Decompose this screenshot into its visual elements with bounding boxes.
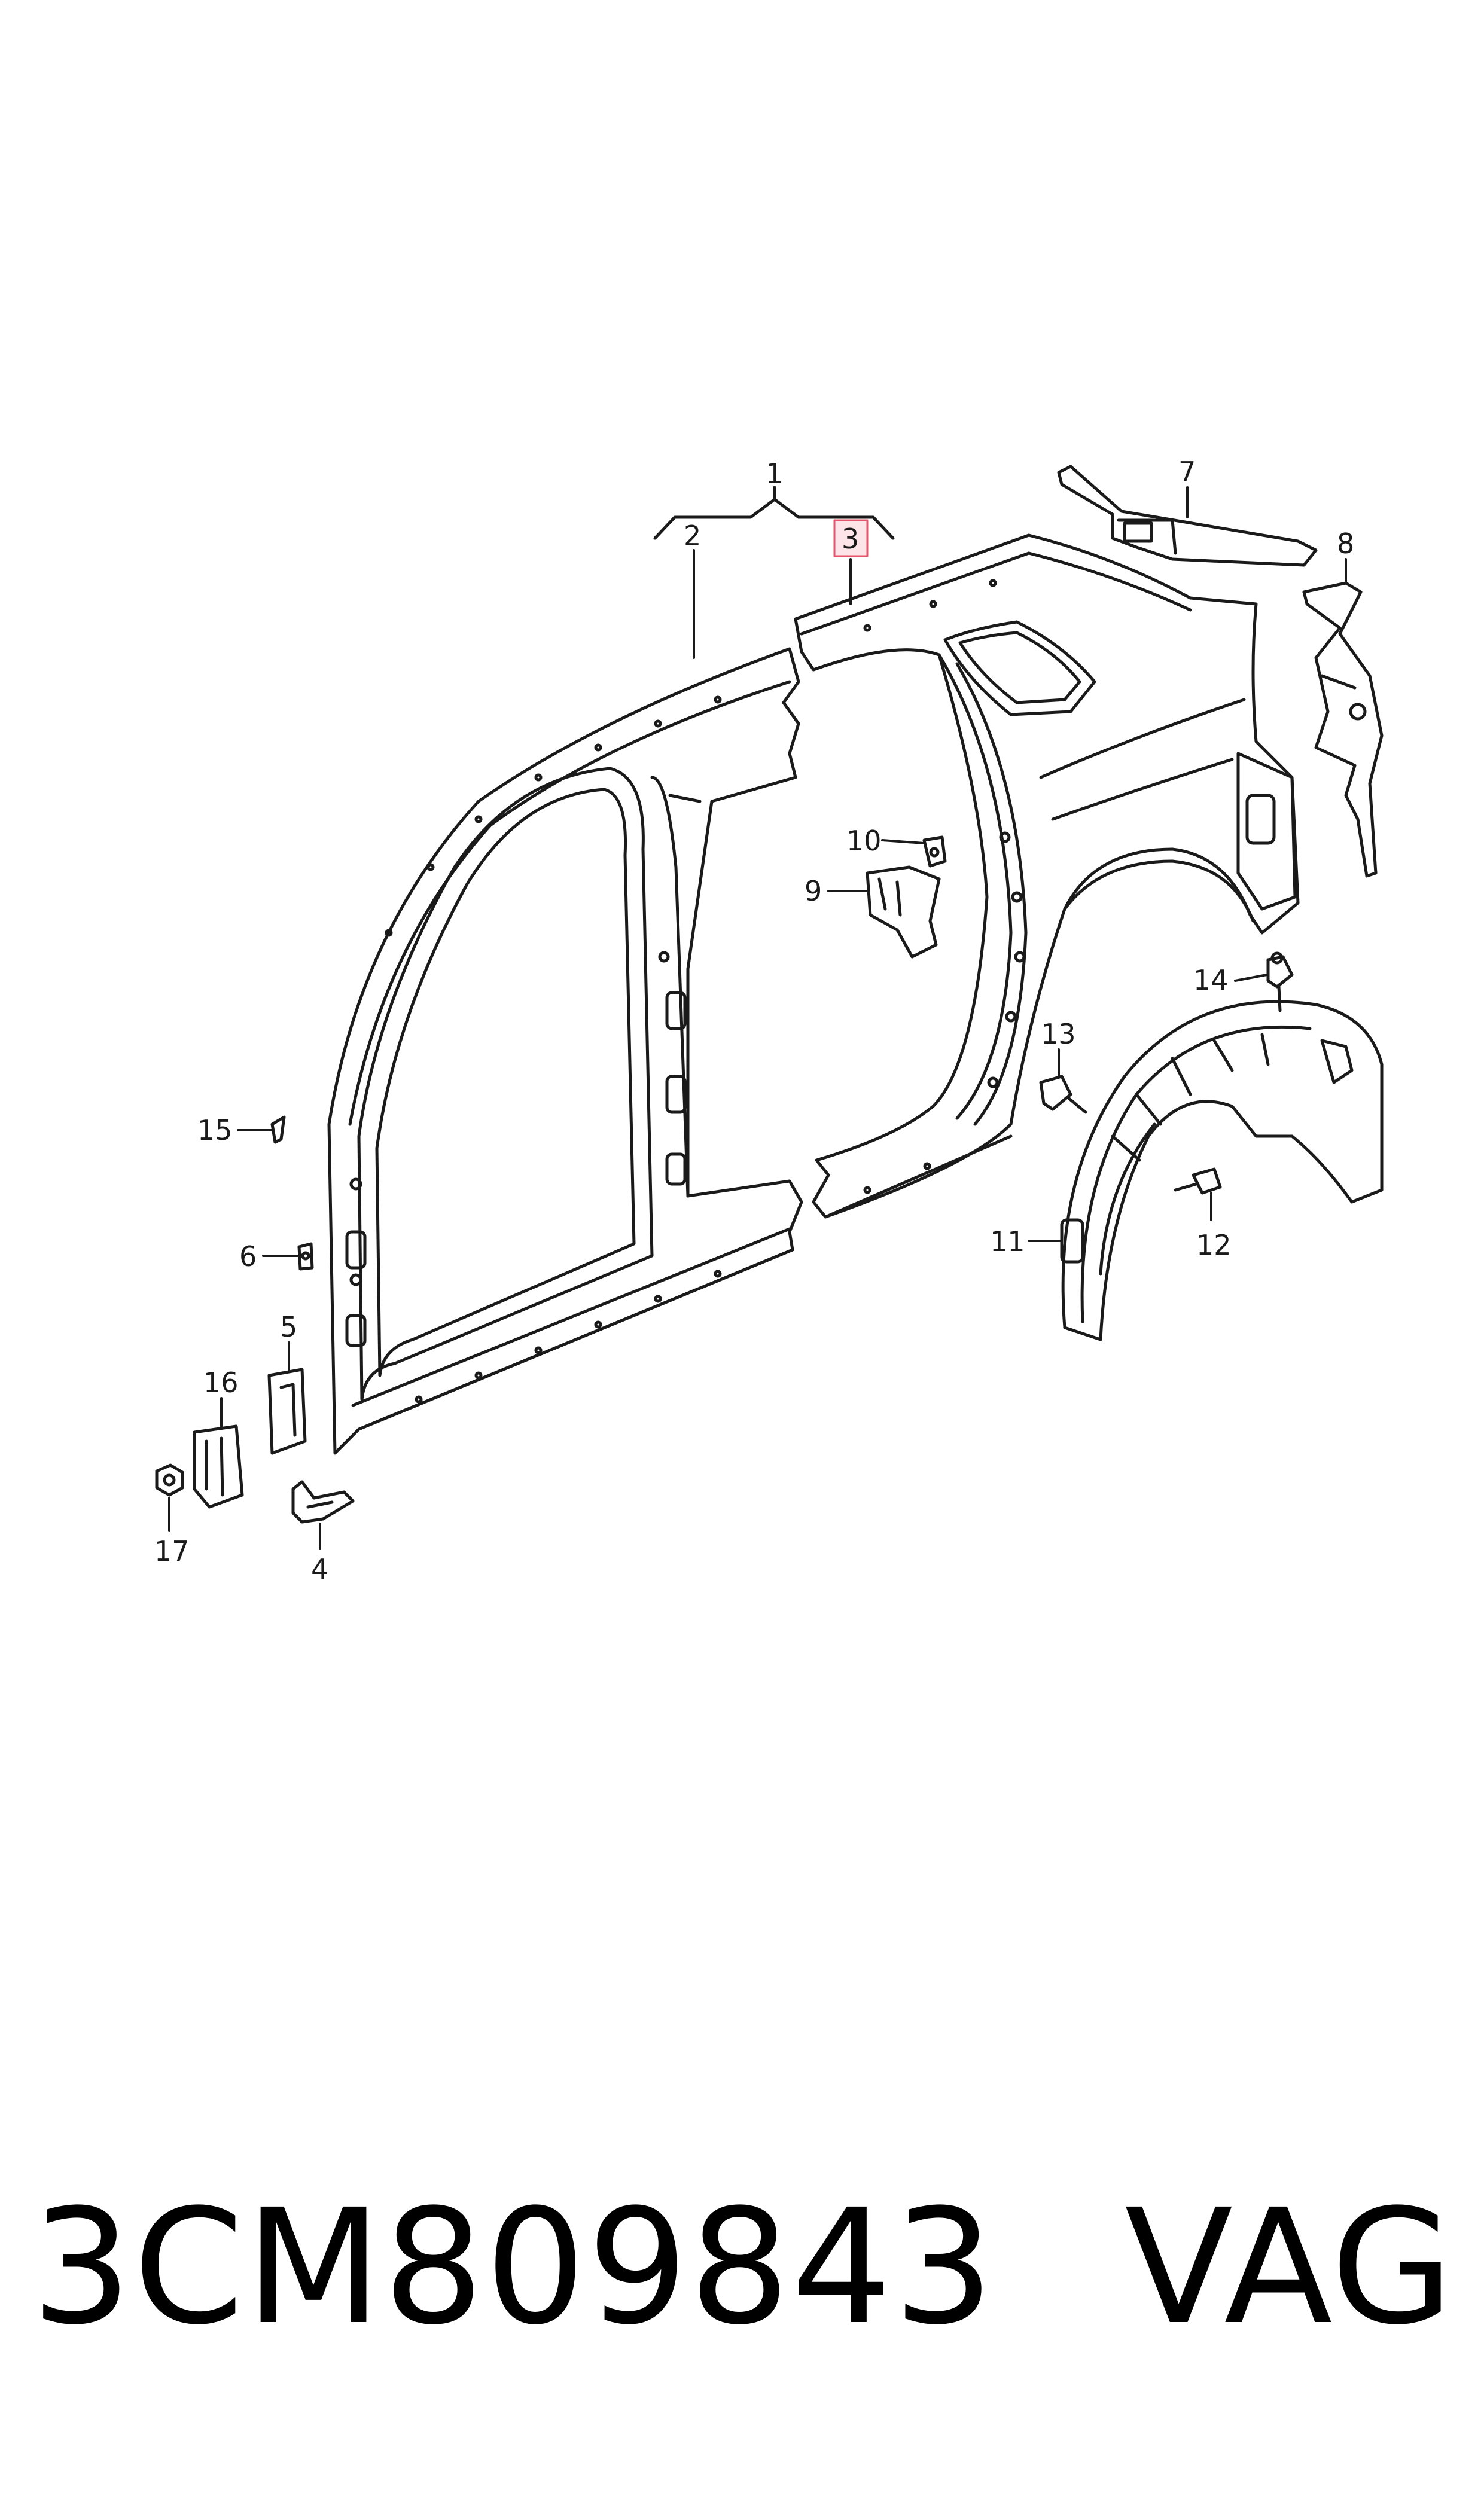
callout-labels: 1 2 3 4 5 6 7 8 9 10 11 12 13 14 15 16 1… — [154, 456, 1354, 1585]
callout-3: 3 — [842, 523, 859, 555]
part-11-wheelhouse-liner — [1060, 1000, 1384, 1341]
callout-9: 9 — [805, 875, 822, 907]
part-number: 3CM809843 — [31, 2176, 995, 2360]
leader-lines — [168, 486, 1347, 1550]
part-13-clip — [1039, 1075, 1087, 1114]
brand-name: VAG — [1125, 2176, 1455, 2360]
callout-11: 11 — [990, 1225, 1025, 1258]
part-5-reinforcement — [267, 1368, 307, 1455]
callout-1: 1 — [766, 457, 783, 490]
callout-14: 14 — [1193, 964, 1229, 996]
callout-5: 5 — [280, 1311, 297, 1343]
callout-6: 6 — [239, 1240, 257, 1273]
callout-2: 2 — [684, 520, 701, 552]
callout-17: 17 — [154, 1535, 190, 1567]
callout-16: 16 — [203, 1366, 239, 1399]
callout-10: 10 — [846, 825, 882, 857]
callout-13: 13 — [1041, 1018, 1076, 1050]
callout-3-highlight — [833, 519, 869, 557]
callout-1-bracket — [653, 486, 895, 540]
callout-12: 12 — [1196, 1229, 1232, 1261]
part-12-screw — [1174, 1167, 1222, 1195]
callout-4: 4 — [311, 1553, 328, 1585]
part-6-clip — [297, 1242, 314, 1271]
part-8-vertical-bracket — [1302, 581, 1384, 878]
part-16-bracket — [193, 1424, 244, 1509]
side-panel-rear-section — [794, 533, 1300, 1219]
part-17-nut — [155, 1463, 184, 1497]
callout-7: 7 — [1178, 456, 1196, 488]
callout-15: 15 — [197, 1114, 233, 1146]
part-15-clip — [270, 1115, 286, 1144]
part-7-rail-bracket — [1057, 465, 1318, 567]
part-4-bracket — [291, 1480, 355, 1524]
callout-8: 8 — [1337, 527, 1354, 560]
part-10-clip — [922, 835, 947, 868]
part-9-bracket — [866, 865, 941, 959]
side-panel-front-section — [327, 647, 803, 1455]
part-14-fastener — [1266, 951, 1294, 1012]
